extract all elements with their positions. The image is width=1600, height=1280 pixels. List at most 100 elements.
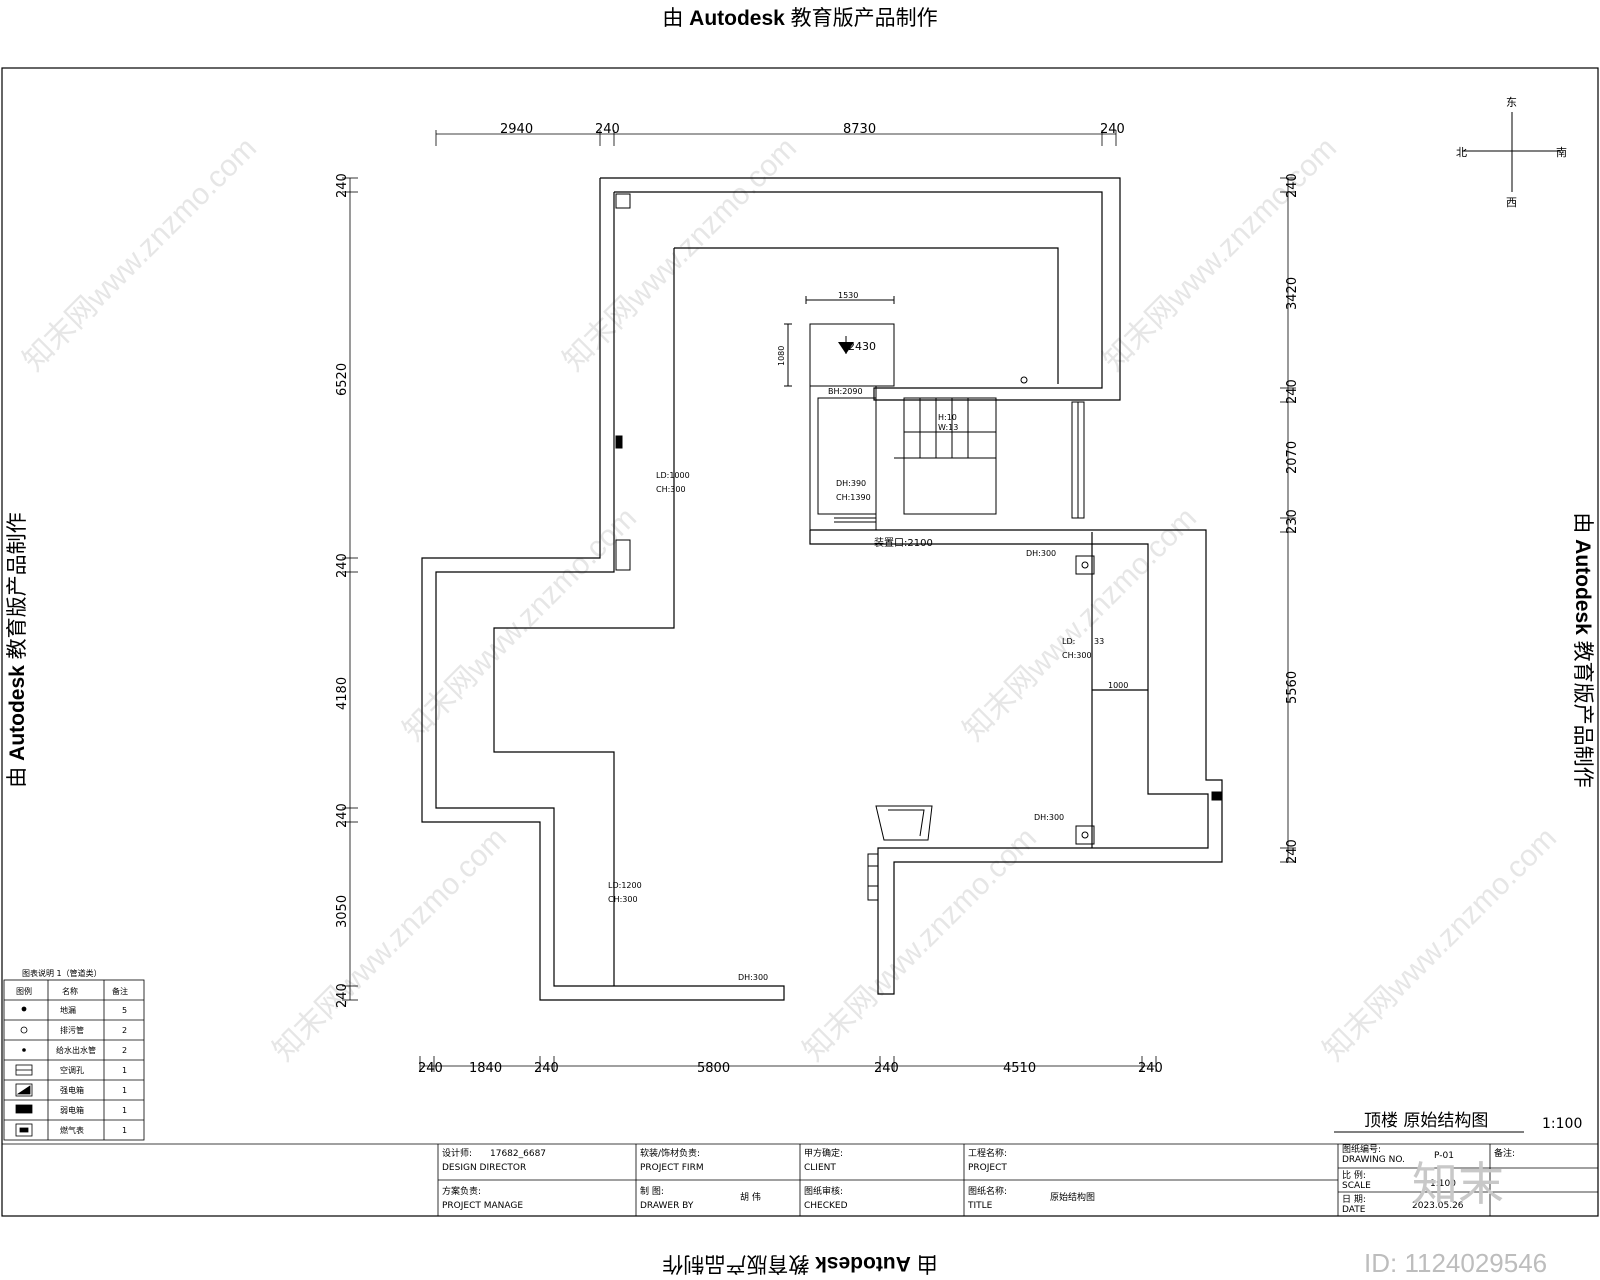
- left-dimensions: 240 6520 240 4180 240 3050 240: [335, 173, 358, 1008]
- tb-draw-en: DRAWER BY: [640, 1201, 694, 1211]
- legend-row-note: 1: [122, 1086, 127, 1095]
- dim-bottom-5: 240: [874, 1061, 899, 1076]
- plan-symbols: [615, 193, 1223, 901]
- autodesk-watermark-top: 由 Autodesk 教育版产品制作: [662, 7, 938, 30]
- label-ld-right-2: 33: [1094, 637, 1104, 646]
- legend-row-name: 空调孔: [60, 1065, 84, 1075]
- dim-bottom-7: 240: [1138, 1061, 1163, 1076]
- dim-left-7: 240: [335, 983, 350, 1008]
- compass-south: 西: [1506, 196, 1517, 209]
- dim-right-2: 3420: [1285, 277, 1300, 310]
- legend-row-note: 2: [122, 1046, 127, 1055]
- label-stair-mark: 2430: [848, 340, 876, 353]
- corner-logo: 知末: [1412, 1157, 1504, 1211]
- dim-left-5: 240: [335, 803, 350, 828]
- tb-designer-label: 设计师:: [442, 1147, 472, 1159]
- label-stair-height: 1080: [777, 346, 786, 366]
- label-stair-width: 1530: [838, 291, 858, 300]
- tb-designer-en: DESIGN DIRECTOR: [442, 1163, 526, 1173]
- tb-no-value: P-01: [1434, 1151, 1454, 1161]
- legend-row-name: 地漏: [60, 1005, 76, 1015]
- dim-left-3: 240: [335, 553, 350, 578]
- label-dh300c: DH:300: [738, 973, 768, 982]
- label-stair-note1: H:10: [938, 413, 957, 422]
- legend-header-note: 备注: [112, 986, 128, 996]
- tb-date-label: 日 期:: [1342, 1194, 1366, 1205]
- dim-left-1: 240: [335, 173, 350, 198]
- drawing-title-block: 顶楼 原始结构图 1:100: [1334, 1111, 1582, 1133]
- legend-table: [3, 979, 145, 1141]
- label-ld-right: LD:: [1062, 637, 1075, 646]
- tb-designer-value: 17682_6687: [490, 1149, 546, 1159]
- legend-row-note: 5: [122, 1006, 127, 1015]
- tb-scale-label: 比 例:: [1342, 1169, 1366, 1181]
- label-ch300c: CH:300: [608, 895, 638, 904]
- tb-remark-label: 备注:: [1494, 1147, 1515, 1159]
- label-ld1000: LD:1000: [656, 471, 690, 480]
- tb-title-value: 原始结构图: [1050, 1191, 1095, 1203]
- dim-left-2: 6520: [335, 363, 350, 396]
- dim-right-3: 240: [1285, 379, 1300, 404]
- legend-row-name: 排污管: [60, 1025, 84, 1035]
- tb-project-label: 工程名称:: [968, 1147, 1007, 1159]
- tb-check-en: CHECKED: [804, 1201, 848, 1211]
- legend-row-name: 强电箱: [60, 1085, 84, 1095]
- tb-no-en: DRAWING NO.: [1342, 1155, 1405, 1165]
- label-dh300b: DH:300: [1034, 813, 1064, 822]
- right-dimensions: 240 3420 240 2070 230 5560 240: [1280, 173, 1300, 864]
- label-dh390: DH:390: [836, 479, 866, 488]
- tb-scale-en: SCALE: [1342, 1181, 1371, 1191]
- dim-bottom-2: 1840: [469, 1061, 502, 1076]
- legend-row-name: 给水出水管: [56, 1045, 96, 1055]
- drawing-scale: 1:100: [1542, 1116, 1582, 1132]
- tb-project-en: PROJECT: [968, 1163, 1007, 1173]
- dim-bottom-6: 4510: [1003, 1061, 1036, 1076]
- legend-row-note: 1: [122, 1126, 127, 1135]
- dim-top-2: 240: [595, 122, 620, 137]
- wall-outline: [421, 177, 1223, 1001]
- legend-row-note: 1: [122, 1106, 127, 1115]
- compass-north: 东: [1506, 96, 1517, 109]
- dim-bottom-3: 240: [534, 1061, 559, 1076]
- image-id: ID: 1124029546: [1364, 1248, 1547, 1278]
- tb-draw-label: 制 图:: [640, 1185, 664, 1197]
- dim-right-5: 230: [1285, 509, 1300, 534]
- tb-date-en: DATE: [1342, 1205, 1366, 1215]
- stair-block: [784, 296, 1085, 531]
- compass-east: 南: [1556, 146, 1567, 159]
- label-ch300b: CH:300: [1062, 651, 1092, 660]
- legend-title: 图表说明 1（管道类）: [22, 968, 102, 978]
- tb-check-label: 图纸审核:: [804, 1185, 843, 1197]
- tb-client-label: 甲方确定:: [804, 1147, 843, 1159]
- label-bh2100: 装置口:2100: [874, 536, 933, 549]
- drawing-frame: [1, 67, 1599, 1217]
- dim-left-6: 3050: [335, 895, 350, 928]
- dim-bottom-4: 5800: [697, 1061, 730, 1076]
- tb-soft-en: PROJECT FIRM: [640, 1163, 704, 1173]
- tb-plan-label: 方案负责:: [442, 1185, 481, 1197]
- drawing-title: 顶楼 原始结构图: [1364, 1111, 1488, 1131]
- title-block: [2, 1143, 1598, 1216]
- dim-left-4: 4180: [335, 677, 350, 710]
- tb-plan-en: PROJECT MANAGE: [442, 1201, 523, 1211]
- legend-row-note: 1: [122, 1066, 127, 1075]
- top-dimensions: 2940 240 8730 240: [435, 122, 1125, 146]
- label-width-1000: 1000: [1108, 681, 1128, 690]
- label-dh300a: DH:300: [1026, 549, 1056, 558]
- legend-row-name: 弱电箱: [60, 1105, 84, 1115]
- tb-soft-label: 软装/饰材负责:: [640, 1147, 700, 1159]
- dim-top-3: 8730: [843, 122, 876, 137]
- tb-draw-value: 胡 伟: [740, 1191, 761, 1203]
- legend-header-name: 名称: [62, 986, 78, 996]
- label-ch300a: CH:300: [656, 485, 686, 494]
- tb-client-en: CLIENT: [804, 1163, 836, 1173]
- plan-labels: 1530 1080 2430 BH:2090 H:10 W:13 DH:390 …: [608, 291, 1128, 982]
- dim-right-4: 2070: [1285, 441, 1300, 474]
- legend-row-name: 燃气表: [60, 1125, 84, 1135]
- bottom-dimensions: 240 1840 240 5800 240 4510 240: [418, 1056, 1163, 1076]
- tb-title-label: 图纸名称:: [968, 1185, 1007, 1197]
- label-ld1200: LD:1200: [608, 881, 642, 890]
- tb-date-value: 2023.05.26: [1412, 1201, 1464, 1211]
- tb-no-label: 图纸编号:: [1342, 1143, 1381, 1155]
